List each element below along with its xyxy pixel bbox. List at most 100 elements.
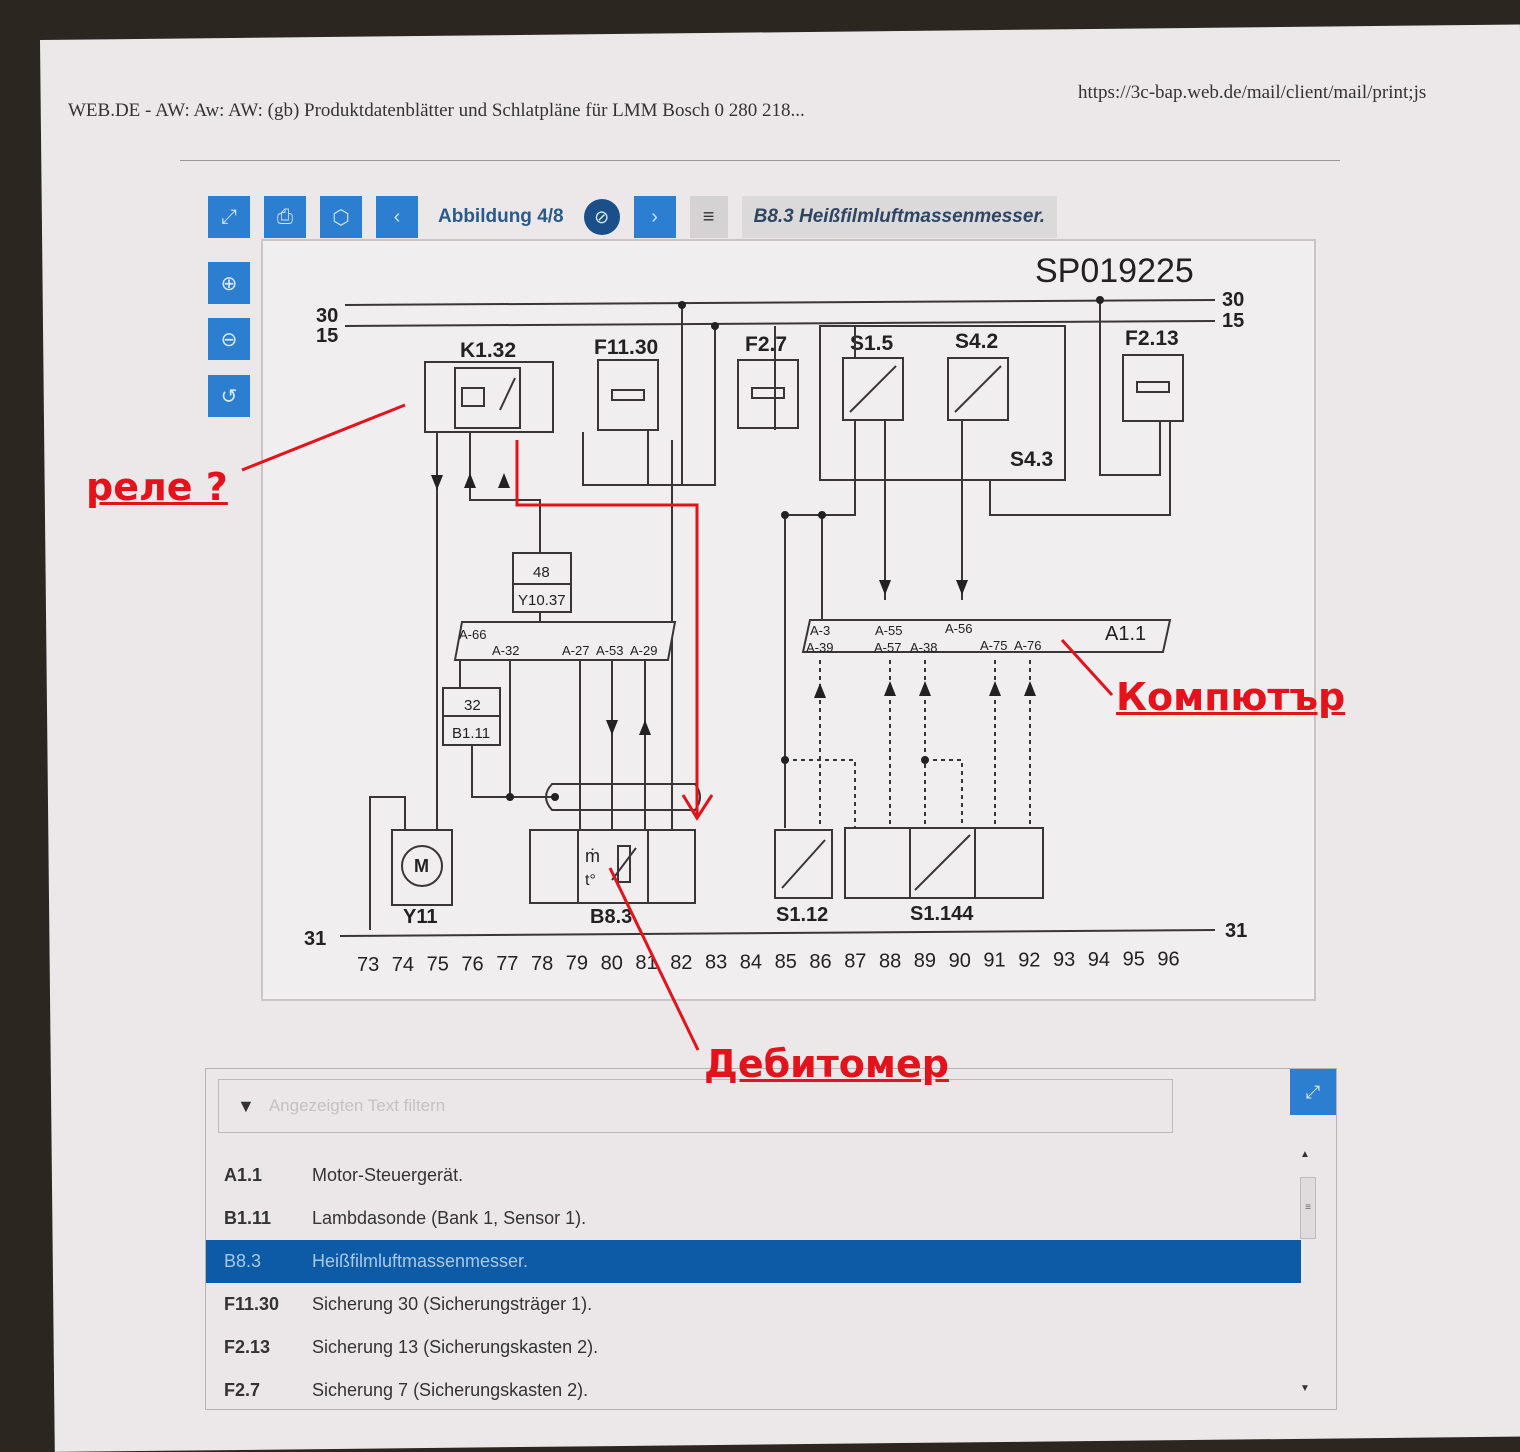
pin-a57: A-57 xyxy=(874,640,901,655)
pin-a55: A-55 xyxy=(875,623,902,638)
item-text: Sicherung 13 (Sicherungskasten 2). xyxy=(312,1337,599,1357)
filter-placeholder: Angezeigten Text filtern xyxy=(268,1096,446,1115)
column-number: 87 xyxy=(844,951,866,973)
valve-y10-37 xyxy=(512,552,572,613)
column-number: 86 xyxy=(809,951,831,973)
scroll-thumb[interactable]: ≡ xyxy=(1300,1177,1316,1239)
switch-s1-5 xyxy=(842,357,904,421)
ecu-a1-1-right-connector xyxy=(801,619,1172,653)
s1-5-label: S1.5 xyxy=(850,332,894,355)
figure-counter: Abbildung 4/8 xyxy=(438,206,564,227)
a1-1-label: A1.1 xyxy=(1105,623,1146,645)
mass-air-flow-sensor-b8-3 xyxy=(529,829,696,904)
compass-icon: ⊘ xyxy=(594,206,610,227)
annotation-computer: Компютър xyxy=(1116,675,1346,719)
item-code: F11.30 xyxy=(224,1294,280,1314)
ecu-a1-1-left-connector xyxy=(453,621,677,661)
figure-caption: B8.3 Heißfilmluftmassenmesser. xyxy=(741,196,1058,238)
scroll-down-icon[interactable]: ▼ xyxy=(1300,1383,1310,1394)
relay-k1-32 xyxy=(424,361,554,433)
zoom-out-button[interactable]: ⊖ xyxy=(208,318,250,360)
chevron-left-icon: ‹ xyxy=(393,205,401,228)
bus-31 xyxy=(339,929,1216,937)
zoom-in-button[interactable]: ⊕ xyxy=(208,262,250,304)
expand-button[interactable]: ⤢ xyxy=(208,196,250,238)
item-text: Motor-Steuergerät. xyxy=(312,1165,464,1185)
k1-32-label: K1.32 xyxy=(460,339,516,362)
list-item[interactable]: A1.1 Motor-Steuergerät. xyxy=(206,1154,1301,1197)
legend-list: A1.1 Motor-Steuergerät. B1.11 Lambdasonde … xyxy=(206,1154,1301,1412)
b1-11-label: B1.11 xyxy=(452,725,490,742)
print-icon: ⎙ xyxy=(277,205,293,228)
item-code: B1.11 xyxy=(224,1208,272,1228)
fuse-f11-30 xyxy=(597,359,659,431)
s4-3-label: S4.3 xyxy=(1010,448,1053,471)
item-text: Lambdasonde (Bank 1, Sensor 1). xyxy=(312,1208,587,1228)
pin-a76: A-76 xyxy=(1014,638,1041,653)
divider xyxy=(180,160,1340,161)
compass-button[interactable]: ⊘ xyxy=(583,199,620,235)
column-number: 76 xyxy=(461,953,483,975)
print-button[interactable]: ⎙ xyxy=(264,196,306,238)
expand-icon: ⤢ xyxy=(221,205,237,228)
item-code: A1.1 xyxy=(224,1165,263,1185)
legend-panel: ▼ Angezeigten Text filtern ⤢ A1.1 Motor-S… xyxy=(205,1068,1337,1410)
y10-37-label: Y10.37 xyxy=(518,592,566,609)
chevron-right-icon: › xyxy=(651,205,658,228)
column-number: 73 xyxy=(357,954,379,976)
annotation-flowmeter: Дебитомер xyxy=(704,1042,949,1086)
next-figure-button[interactable]: › xyxy=(633,196,676,238)
column-number: 88 xyxy=(879,950,901,972)
pin-a38: A-38 xyxy=(910,640,937,655)
list-item[interactable]: F11.30 Sicherung 30 (Sicherungsträger 1). xyxy=(206,1283,1301,1326)
column-number: 93 xyxy=(1053,949,1075,971)
filter-input[interactable]: ▼ Angezeigten Text filtern xyxy=(218,1079,1173,1133)
pin-a32: A-32 xyxy=(492,643,519,658)
y11-label: Y11 xyxy=(403,906,437,928)
column-number: 77 xyxy=(496,953,518,975)
column-number: 95 xyxy=(1123,949,1145,971)
motor-symbol: M xyxy=(414,856,429,876)
save-button[interactable]: ⬡ xyxy=(320,196,362,238)
switch-group-s4-3 xyxy=(819,325,1066,481)
s1-12-label: S1.12 xyxy=(776,904,828,926)
column-number: 85 xyxy=(775,951,797,973)
pin-a3: A-3 xyxy=(810,623,830,638)
list-item[interactable]: B1.11 Lambdasonde (Bank 1, Sensor 1). xyxy=(206,1197,1301,1240)
column-number: 74 xyxy=(392,954,414,976)
bus-15-label: 15 xyxy=(316,325,338,347)
pin-a56: A-56 xyxy=(945,621,972,636)
item-text: Heißfilmluftmassenmesser. xyxy=(312,1251,529,1271)
viewer-toolbar: ⤢ ⎙ ⬡ ‹ Abbildung 4/8 ⊘ › ≡ B8.3 Heißfil… xyxy=(208,193,1058,241)
expand-panel-button[interactable]: ⤢ xyxy=(1290,1069,1336,1115)
column-number: 91 xyxy=(983,950,1005,972)
column-number: 82 xyxy=(670,952,692,974)
temperature-symbol: t° xyxy=(585,872,596,889)
column-number: 94 xyxy=(1088,949,1110,971)
pin-a75: A-75 xyxy=(980,638,1007,653)
scroll-up-icon[interactable]: ▲ xyxy=(1300,1149,1310,1160)
menu-button[interactable]: ≡ xyxy=(689,196,728,238)
column-number: 75 xyxy=(427,954,449,976)
switch-s4-2 xyxy=(947,357,1009,421)
bus-15 xyxy=(344,320,1216,327)
scrollbar[interactable]: ▲ ≡ ▼ xyxy=(1300,1149,1316,1394)
item-text: Sicherung 30 (Sicherungsträger 1). xyxy=(312,1294,593,1314)
bus-31-label: 31 xyxy=(304,928,326,950)
column-number: 83 xyxy=(705,952,727,974)
column-number: 90 xyxy=(949,950,971,972)
prev-figure-button[interactable]: ‹ xyxy=(376,196,418,238)
reset-view-button[interactable]: ↺ xyxy=(208,375,250,417)
print-header-url: https://3c-bap.web.de/mail/client/mail/p… xyxy=(1078,82,1427,103)
pin-a29: A-29 xyxy=(630,643,657,658)
column-number: 89 xyxy=(914,950,936,972)
bus-30 xyxy=(344,299,1216,306)
column-number: 80 xyxy=(601,952,623,974)
pin-a27: A-27 xyxy=(562,643,589,658)
print-header-title: WEB.DE - AW: Aw: AW: (gb) Produktdatenbl… xyxy=(68,100,805,121)
